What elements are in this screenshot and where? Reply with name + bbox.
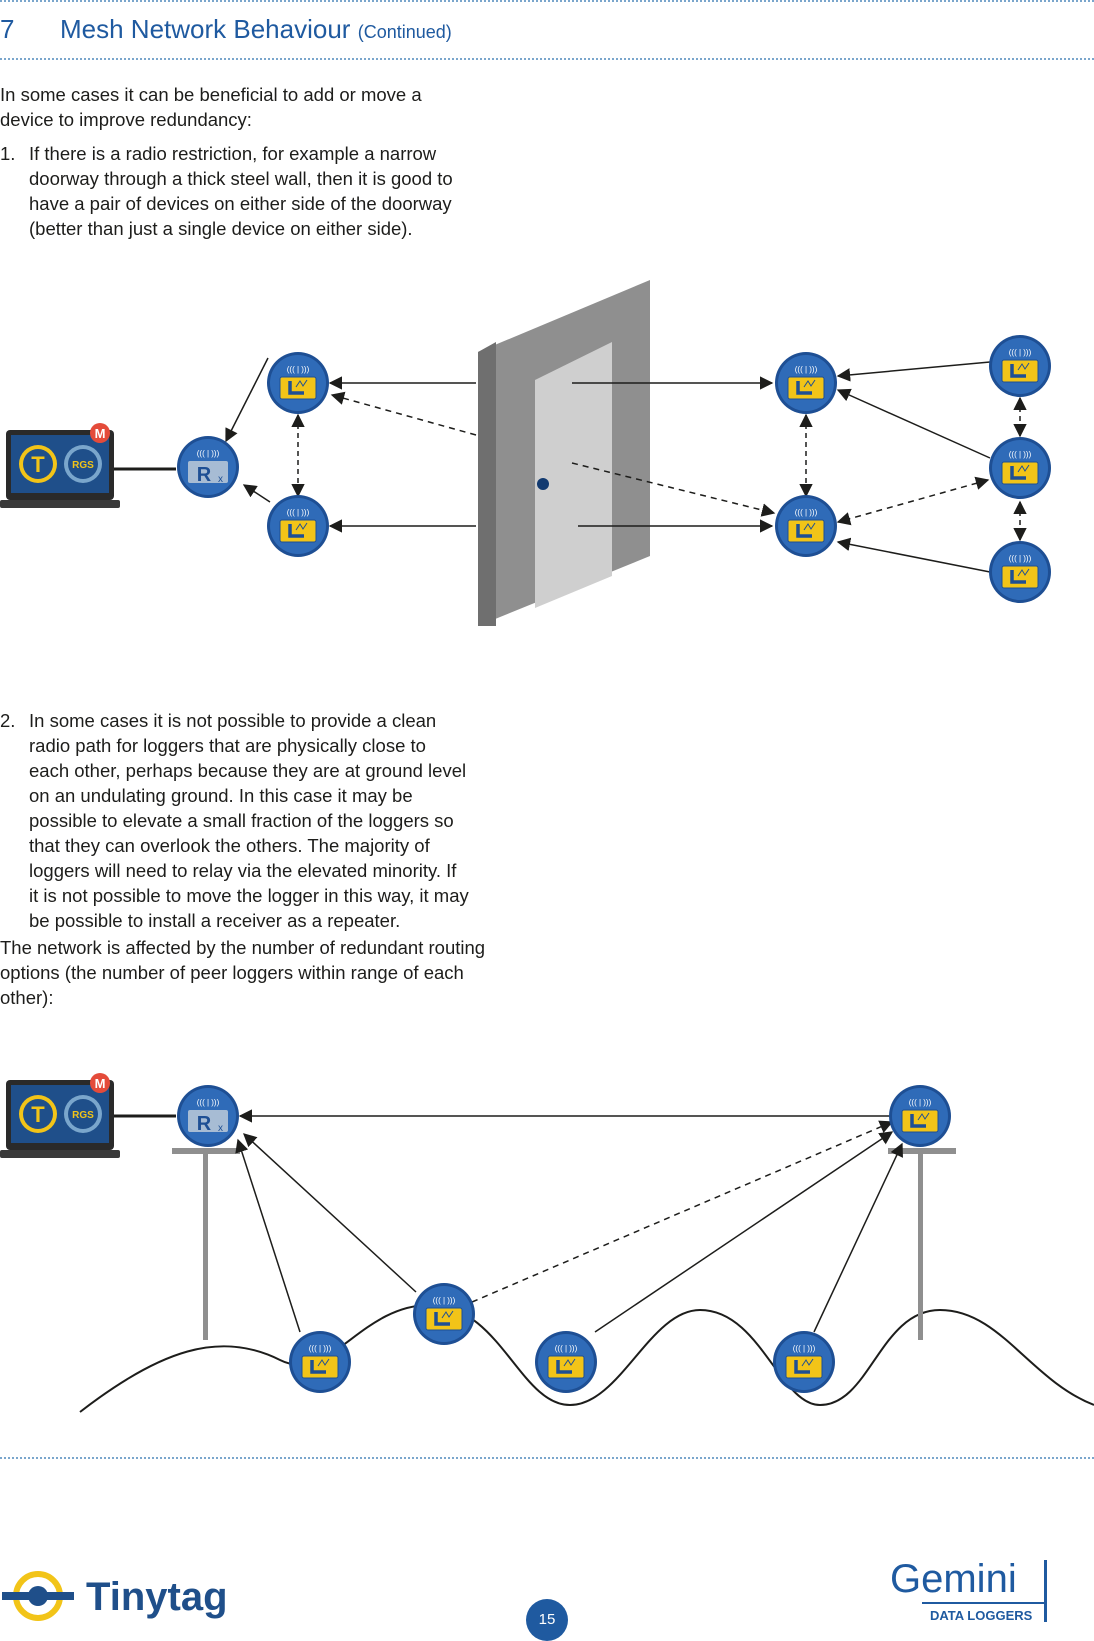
intro-paragraph: In some cases it can be beneficial to ad… bbox=[0, 84, 422, 130]
list-number: 1. bbox=[0, 143, 16, 164]
pole bbox=[918, 1150, 923, 1340]
section-heading: 7 Mesh Network Behaviour (Continued) bbox=[0, 14, 700, 45]
tinytag-logo: Tinytag bbox=[2, 1571, 228, 1621]
logger-icon bbox=[887, 1083, 953, 1149]
logger-icon bbox=[987, 435, 1053, 501]
logger-icon bbox=[287, 1329, 353, 1395]
tinytag-wordmark: Tinytag bbox=[86, 1575, 228, 1619]
logger-icon bbox=[533, 1329, 599, 1395]
section-title-suffix: (Continued) bbox=[357, 22, 452, 42]
logger-icon bbox=[265, 350, 331, 416]
logger-icon bbox=[771, 1329, 837, 1395]
logger-icon bbox=[987, 333, 1053, 399]
doorway-diagram: ((( | ))) ((( | ))) R x T RGS M bbox=[0, 280, 1053, 626]
list-item-2: 2. In some cases it is not possible to p… bbox=[0, 708, 470, 933]
list-text: If there is a radio restriction, for exa… bbox=[29, 143, 453, 239]
gemini-wordmark: Gemini bbox=[890, 1558, 1017, 1601]
gemini-subtitle: DATA LOGGERS bbox=[930, 1608, 1033, 1623]
logger-icon bbox=[773, 350, 839, 416]
undulating-ground-diagram bbox=[0, 1073, 1094, 1413]
list-number: 2. bbox=[0, 710, 16, 731]
page-number: 15 bbox=[526, 1599, 568, 1641]
receiver-icon bbox=[177, 436, 239, 498]
logger-icon bbox=[411, 1281, 477, 1347]
section-title: Mesh Network Behaviour bbox=[60, 14, 351, 44]
laptop bbox=[0, 1073, 120, 1158]
door-knob bbox=[537, 478, 549, 490]
closing-paragraph: The network is affected by the number of… bbox=[0, 937, 486, 1008]
logger-icon bbox=[773, 493, 839, 559]
list-text: In some cases it is not possible to prov… bbox=[29, 710, 469, 931]
receiver-icon bbox=[177, 1085, 239, 1147]
heading-divider bbox=[0, 58, 1094, 60]
gemini-logo: Gemini DATA LOGGERS bbox=[890, 1558, 1047, 1623]
section-number: 7 bbox=[0, 14, 15, 44]
door bbox=[535, 342, 612, 608]
footer-divider bbox=[0, 1457, 1094, 1459]
pole bbox=[203, 1150, 208, 1340]
laptop bbox=[0, 423, 120, 508]
top-divider bbox=[0, 0, 1094, 2]
logger-icon bbox=[265, 493, 331, 559]
list-item-1: 1. If there is a radio restriction, for … bbox=[0, 141, 470, 241]
logger-icon bbox=[987, 539, 1053, 605]
